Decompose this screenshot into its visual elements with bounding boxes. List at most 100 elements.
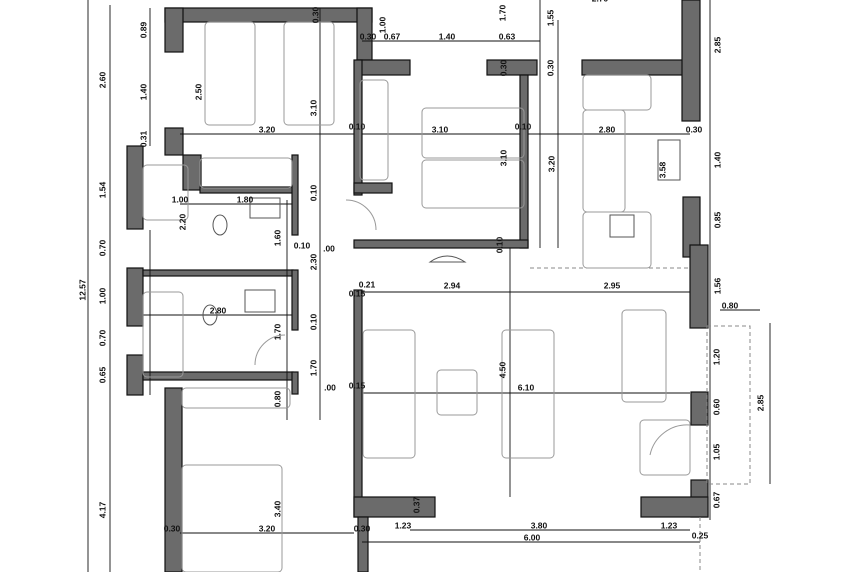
dimension-label: 0.67 xyxy=(712,491,722,508)
dimension-label: 1.00 xyxy=(378,16,388,33)
dimension-label: 6.00 xyxy=(524,533,541,543)
wall xyxy=(291,371,299,395)
dimension-label: 0.67 xyxy=(384,32,401,42)
furniture-item xyxy=(436,369,478,416)
dimension-label: 0.10 xyxy=(515,122,532,132)
wall xyxy=(690,391,709,426)
wall xyxy=(640,496,709,518)
dimension-label: 0.15 xyxy=(349,381,366,391)
dimension-label: 1.54 xyxy=(98,181,108,198)
dimension-label: 0.80 xyxy=(273,390,283,407)
dimension-label: 4.50 xyxy=(498,361,508,378)
dimension-label: 2.60 xyxy=(98,71,108,88)
wall xyxy=(126,267,144,327)
fixture xyxy=(657,139,681,181)
dimension-label: 0.30 xyxy=(360,32,377,42)
furniture-item xyxy=(501,329,555,459)
furniture-item xyxy=(181,464,283,572)
wall xyxy=(519,74,529,249)
dimension-label: 1.05 xyxy=(712,443,722,460)
dimension-label: 1.23 xyxy=(395,521,412,531)
furniture-item xyxy=(582,74,652,111)
dimension-label: 2.85 xyxy=(713,36,723,53)
dimension-label: 0.80 xyxy=(722,301,739,311)
dimension-label: 1.70 xyxy=(273,323,283,340)
wall xyxy=(486,59,538,76)
wall xyxy=(353,59,363,196)
dimension-label: 0.15 xyxy=(349,289,366,299)
dimension-label: 3.10 xyxy=(499,149,509,166)
toilet xyxy=(212,214,228,236)
furniture-item xyxy=(359,79,389,181)
dimension-label: 0.89 xyxy=(139,21,149,38)
dimension-label: 4.17 xyxy=(98,501,108,518)
dimension-label: 0.85 xyxy=(713,211,723,228)
dimension-label: 2.95 xyxy=(604,281,621,291)
dimension-label: 1.80 xyxy=(237,195,254,205)
dimension-label: 0.10 xyxy=(294,241,311,251)
balcony-outline xyxy=(706,325,751,485)
fixture xyxy=(249,197,281,219)
dimension-label: 1.70 xyxy=(309,359,319,376)
dimension-label: 2.50 xyxy=(194,83,204,100)
wall xyxy=(126,354,144,396)
dimension-label: 2.79 xyxy=(592,0,609,4)
furniture-item xyxy=(283,21,335,126)
dimension-label: 2.30 xyxy=(309,253,319,270)
dimension-label: 1.55 xyxy=(546,9,556,26)
wall xyxy=(356,59,411,76)
furniture-item xyxy=(582,211,652,269)
dimension-label: .00 xyxy=(323,244,335,254)
dimension-label: 1.40 xyxy=(713,151,723,168)
wall xyxy=(357,516,369,572)
dimension-label: 1.23 xyxy=(661,521,678,531)
furniture-item xyxy=(142,164,189,221)
wall xyxy=(353,239,529,249)
toilet xyxy=(202,304,218,326)
wall xyxy=(142,269,294,277)
dimension-label: 0.10 xyxy=(349,122,366,132)
dimension-label: 0.63 xyxy=(499,32,516,42)
furniture-item xyxy=(621,309,667,403)
dimension-label: 0.30 xyxy=(164,524,181,534)
dimension-label: 3.40 xyxy=(273,500,283,517)
wall xyxy=(353,289,363,518)
dimension-label: 0.60 xyxy=(712,398,722,415)
dimension-label: 12.57 xyxy=(78,279,88,301)
dimension-label: 0.30 xyxy=(354,524,371,534)
dimension-label: 2.94 xyxy=(444,281,461,291)
dimension-label: .00 xyxy=(324,383,336,393)
furniture xyxy=(142,21,691,572)
dimension-label: 0.37 xyxy=(412,496,422,513)
dimension-label: 1.60 xyxy=(273,229,283,246)
furniture-item xyxy=(199,157,293,189)
wall xyxy=(164,7,373,23)
furniture-item xyxy=(142,291,184,378)
dimension-label: 0.30 xyxy=(311,6,321,23)
dimension-label: 3.20 xyxy=(259,524,276,534)
dimension-label: 1.20 xyxy=(712,348,722,365)
dimension-label: 0.10 xyxy=(309,184,319,201)
dimension-label: 6.10 xyxy=(518,383,535,393)
dimension-label: 1.40 xyxy=(139,83,149,100)
dimension-label: 2.80 xyxy=(599,125,616,135)
dimension-label: 0.30 xyxy=(546,59,556,76)
furniture-item xyxy=(639,419,691,476)
dimension-label: 3.58 xyxy=(658,161,668,178)
dimension-label: 0.70 xyxy=(98,329,108,346)
wall xyxy=(126,145,144,230)
dimension-label: 0.25 xyxy=(692,531,709,541)
dimension-label: 0.10 xyxy=(309,313,319,330)
wall xyxy=(164,387,183,572)
fixture xyxy=(244,289,276,313)
wall xyxy=(182,154,202,191)
furniture-item xyxy=(362,329,416,459)
wall xyxy=(581,59,685,76)
wall xyxy=(689,244,709,329)
dimension-label: 1.00 xyxy=(98,287,108,304)
dimension-label: 0.30 xyxy=(686,125,703,135)
furniture-item xyxy=(204,21,256,126)
door-swing xyxy=(254,199,691,456)
dimension-label: 1.56 xyxy=(713,277,723,294)
